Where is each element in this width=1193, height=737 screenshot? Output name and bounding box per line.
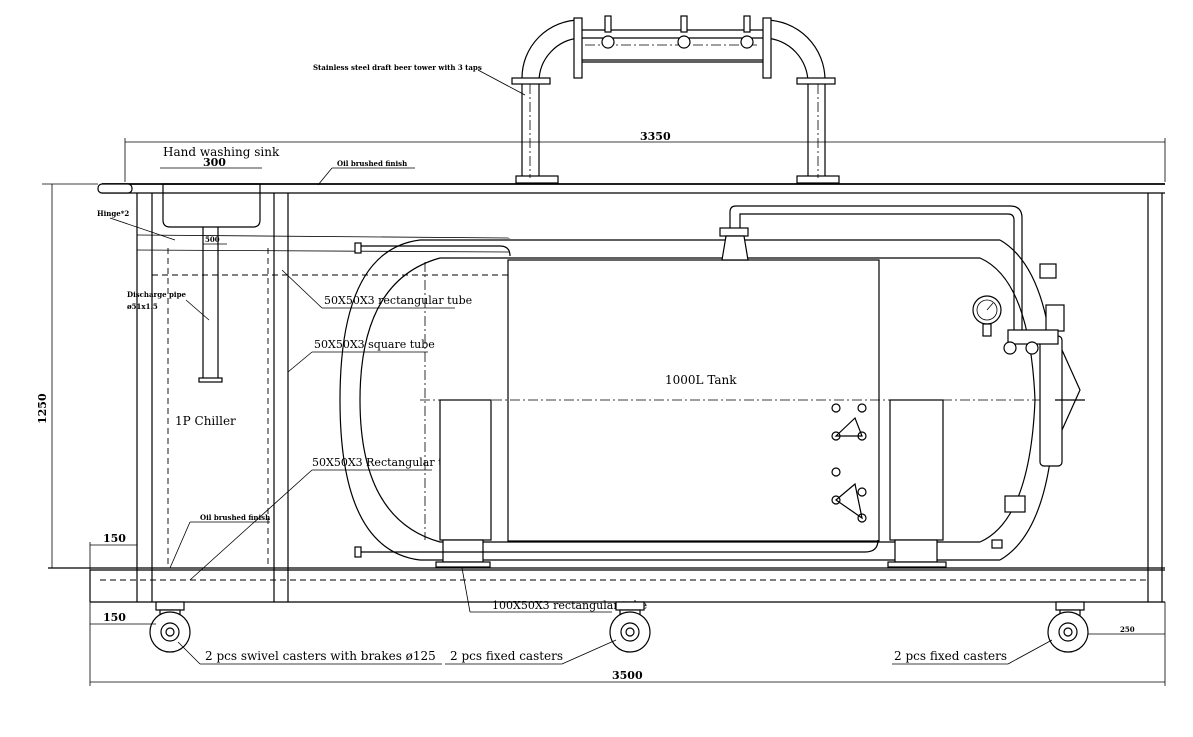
caster-fixed-mid	[609, 601, 651, 653]
dim-overall-top: 3350	[124, 130, 1166, 182]
oil-finish-top-label: Oil brushed finish	[337, 159, 407, 168]
discharge-pipe-leader	[185, 299, 210, 321]
swivel-casters-leader	[177, 641, 201, 665]
hinge-leader	[109, 217, 176, 241]
dim-left-offset-upper-label: 150	[103, 532, 126, 545]
caster-swivel	[149, 601, 191, 653]
frame	[136, 193, 1163, 602]
pressure-gauge	[972, 295, 1002, 337]
oil-finish-bottom-leader	[169, 521, 191, 569]
base-frame	[48, 567, 1165, 603]
square-tube-leader	[287, 351, 313, 373]
countertop	[42, 183, 1165, 194]
top-manway-pipe	[719, 205, 1023, 330]
sink-basin	[162, 183, 261, 228]
dim-height: 1250	[36, 184, 53, 568]
tap-3	[740, 15, 754, 49]
dim-left-offset-lower: 150	[89, 602, 156, 686]
dim-height-label: 1250	[36, 393, 49, 424]
discharge-pipe-size-label: ø51x1.5	[127, 302, 158, 311]
dim-overall-bottom: 3500	[90, 602, 1166, 686]
beer-tower	[511, 17, 840, 184]
dim-left-offset-lower-label: 150	[103, 611, 126, 624]
oil-finish-bottom-label: Oil brushed finish	[200, 513, 270, 522]
fixed-casters-right-label: 2 pcs fixed casters	[894, 649, 1007, 663]
base-tube-label: 100X50X3 rectangular tube	[492, 599, 647, 612]
front-manway	[1003, 263, 1085, 467]
valve-grid-top	[831, 403, 867, 441]
dim-caster-offset-right: 250	[1088, 625, 1165, 635]
hand-sink-label: Hand washing sink	[163, 145, 280, 159]
tank: 1000L Tank	[339, 239, 1056, 561]
fixed-casters-right-leader	[1007, 639, 1053, 665]
dim-sink-width-label: 300	[203, 156, 226, 169]
hinge-label: Hinge*2	[97, 209, 129, 218]
fixed-casters-mid-leader	[561, 639, 617, 665]
side-port	[1004, 495, 1026, 513]
tank-legs	[435, 399, 947, 568]
cooling-pipe	[354, 242, 879, 558]
chiller-label: 1P Chiller	[175, 414, 236, 428]
dim-overall-top-label: 3350	[640, 130, 671, 143]
rect-tube-top-label: 50X50X3 rectangular tube	[324, 294, 472, 307]
beer-tower-leader	[477, 69, 526, 96]
tap-2	[677, 15, 691, 49]
dim-caster-offset-right-label: 250	[1120, 625, 1135, 634]
dim-left-offset-upper: 150	[89, 532, 137, 570]
discharge-pipe-label: Discharge pipe	[127, 290, 186, 299]
fixed-casters-mid-label: 2 pcs fixed casters	[450, 649, 563, 663]
tap-1	[601, 15, 615, 49]
rect-tube-top-leader	[281, 269, 323, 309]
valve-grid-bottom	[831, 467, 867, 523]
square-tube-label: 50X50X3 square tube	[314, 338, 435, 351]
dim-overall-bottom-label: 3500	[612, 669, 643, 682]
tank-label: 1000L Tank	[665, 373, 737, 387]
rect-tube-lower-leader	[189, 469, 313, 581]
drain-pipe-end	[198, 377, 223, 383]
drain-port	[991, 539, 1003, 549]
dim-sink-depth-label: 500	[205, 235, 220, 244]
base-tube-leader	[461, 567, 471, 613]
beer-tower-label: Stainless steel draft beer tower with 3 …	[313, 63, 482, 72]
swivel-casters-label: 2 pcs swivel casters with brakes ø125	[205, 649, 436, 663]
caster-fixed-right	[1047, 601, 1089, 653]
oil-finish-top-leader	[317, 167, 333, 186]
dim-sink-width: 300	[160, 156, 262, 169]
